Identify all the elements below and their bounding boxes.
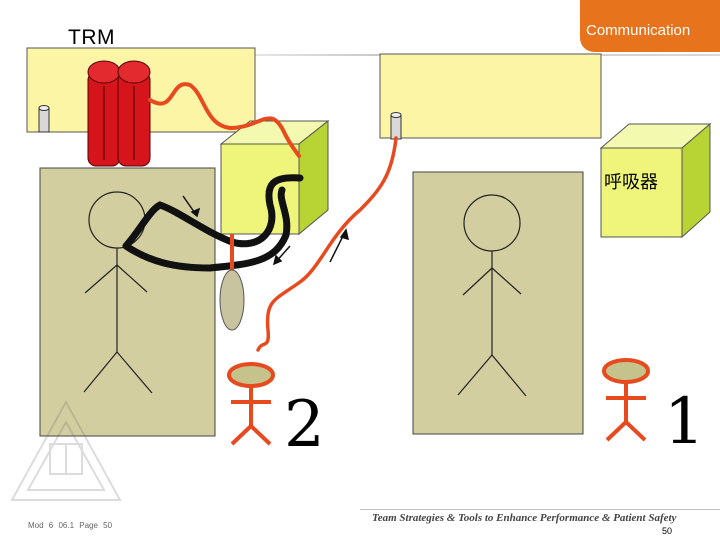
module-reference: Mod 6 06.1 Page 50 (28, 521, 113, 530)
oxygen-supply-hose (148, 82, 301, 158)
wall-outlet-right (390, 112, 402, 140)
patient-left (83, 191, 153, 394)
footer-divider (360, 509, 720, 510)
page-number: 50 (662, 526, 673, 536)
bed-right (412, 171, 584, 435)
section-title: Communication (586, 22, 691, 39)
staff-figure-2 (227, 362, 275, 446)
section-tab (580, 0, 720, 52)
page-title: TRM (68, 26, 115, 49)
program-logo-watermark (10, 399, 122, 501)
ventilator-box-right (599, 122, 712, 239)
staff-figure-1 (602, 358, 650, 442)
flow-arrows (182, 195, 350, 266)
staff-number-2: 2 (284, 388, 325, 462)
transfer-hose (256, 136, 398, 352)
wall-panel-right (379, 53, 602, 139)
oxygen-cylinders (87, 60, 151, 167)
program-title: Team Strategies & Tools to Enhance Perfo… (372, 512, 677, 524)
wall-outlet-left (38, 105, 50, 133)
ventilator-label: 呼吸器 (604, 172, 658, 193)
bed-left (39, 167, 216, 437)
staff-number-1: 1 (664, 385, 705, 459)
breathing-circuit-return (122, 186, 291, 272)
patient-right (457, 194, 527, 397)
manual-bag (219, 269, 245, 331)
